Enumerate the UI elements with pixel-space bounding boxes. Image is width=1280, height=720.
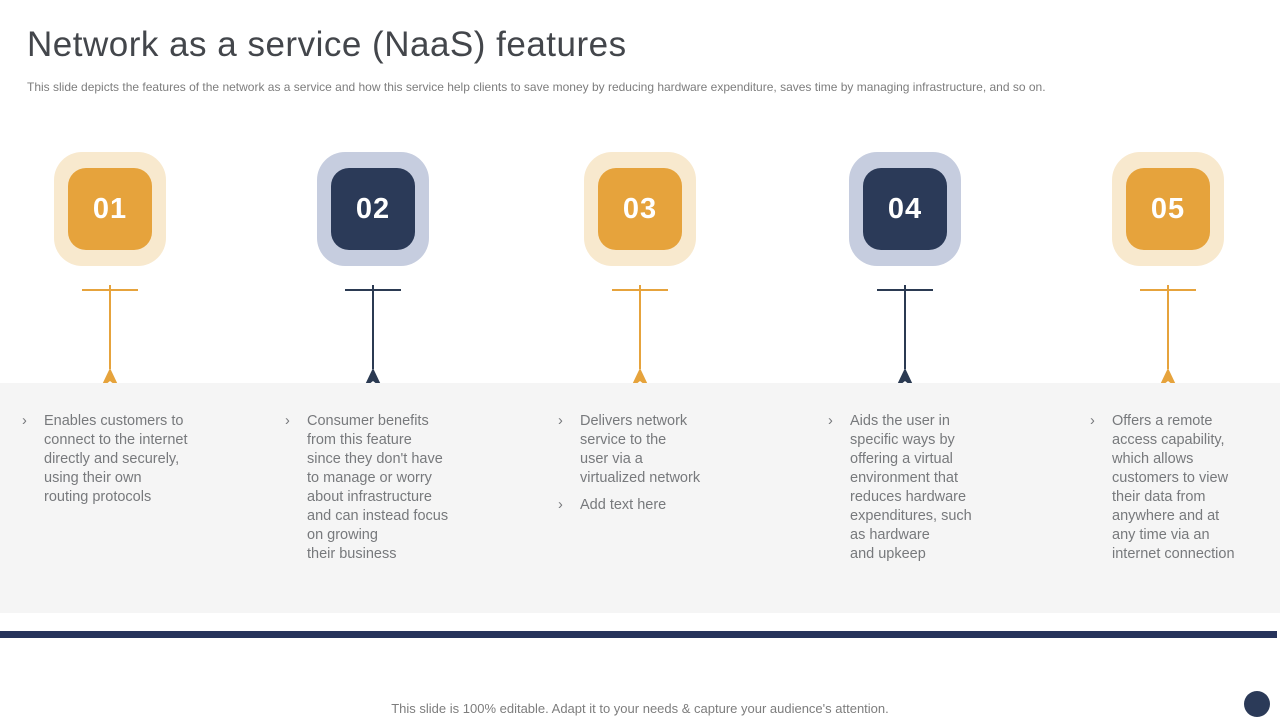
bullet-text: Enables customers to connect to the inte… (44, 413, 188, 505)
bullet-text: Delivers network service to the user via… (580, 413, 701, 486)
corner-dot (1244, 691, 1270, 717)
feature-badge: 01 (54, 152, 166, 266)
feature-number: 04 (887, 192, 923, 225)
bullet-item: › Consumer benefits from this feature si… (285, 412, 535, 564)
feature-badge-inner: 05 (1126, 168, 1210, 250)
bullet-text: Add text here (580, 497, 667, 513)
connector-vline (1167, 285, 1169, 369)
feature-badge-inner: 02 (331, 168, 415, 250)
feature-badge: 04 (849, 152, 961, 266)
connector-vline (904, 285, 906, 369)
feature-number: 02 (355, 192, 391, 225)
feature-text-band (0, 383, 1280, 613)
bullet-text: Aids the user in specific ways by offeri… (850, 413, 972, 562)
feature-badge: 02 (317, 152, 429, 266)
feature-badge: 05 (1112, 152, 1224, 266)
page-title: Network as a service (NaaS) features (27, 25, 627, 64)
feature-badge-inner: 04 (863, 168, 947, 250)
feature-badge-inner: 03 (598, 168, 682, 250)
feature-number: 05 (1150, 192, 1186, 225)
connector-vline (639, 285, 641, 369)
feature-number: 03 (622, 192, 658, 225)
bullet-item: › Aids the user in specific ways by offe… (828, 412, 1078, 564)
feature-bullets-05: › Offers a remote access capability, whi… (1090, 412, 1280, 572)
bullet-item: › Delivers network service to the user v… (558, 412, 808, 488)
bullet-item: › Add text here (558, 496, 808, 515)
feature-number: 01 (92, 192, 128, 225)
bullet-item: › Enables customers to connect to the in… (22, 412, 272, 507)
bullet-text: Offers a remote access capability, which… (1112, 413, 1235, 562)
connector-vline (372, 285, 374, 369)
connector-vline (109, 285, 111, 369)
footer-note: This slide is 100% editable. Adapt it to… (391, 701, 889, 716)
bullet-marker: › (1090, 413, 1095, 429)
bullet-marker: › (285, 413, 290, 429)
page-subtitle: This slide depicts the features of the n… (27, 80, 1046, 94)
feature-bullets-04: › Aids the user in specific ways by offe… (828, 412, 1078, 572)
bullet-item: › Offers a remote access capability, whi… (1090, 412, 1280, 564)
feature-bullets-01: › Enables customers to connect to the in… (22, 412, 272, 515)
feature-badge: 03 (584, 152, 696, 266)
bullet-marker: › (558, 413, 563, 429)
bullet-marker: › (558, 497, 563, 513)
feature-bullets-02: › Consumer benefits from this feature si… (285, 412, 535, 572)
feature-badge-inner: 01 (68, 168, 152, 250)
feature-bullets-03: › Delivers network service to the user v… (558, 412, 808, 523)
bullet-marker: › (22, 413, 27, 429)
bullet-text: Consumer benefits from this feature sinc… (307, 413, 449, 562)
divider-bar (0, 631, 1277, 638)
bullet-marker: › (828, 413, 833, 429)
